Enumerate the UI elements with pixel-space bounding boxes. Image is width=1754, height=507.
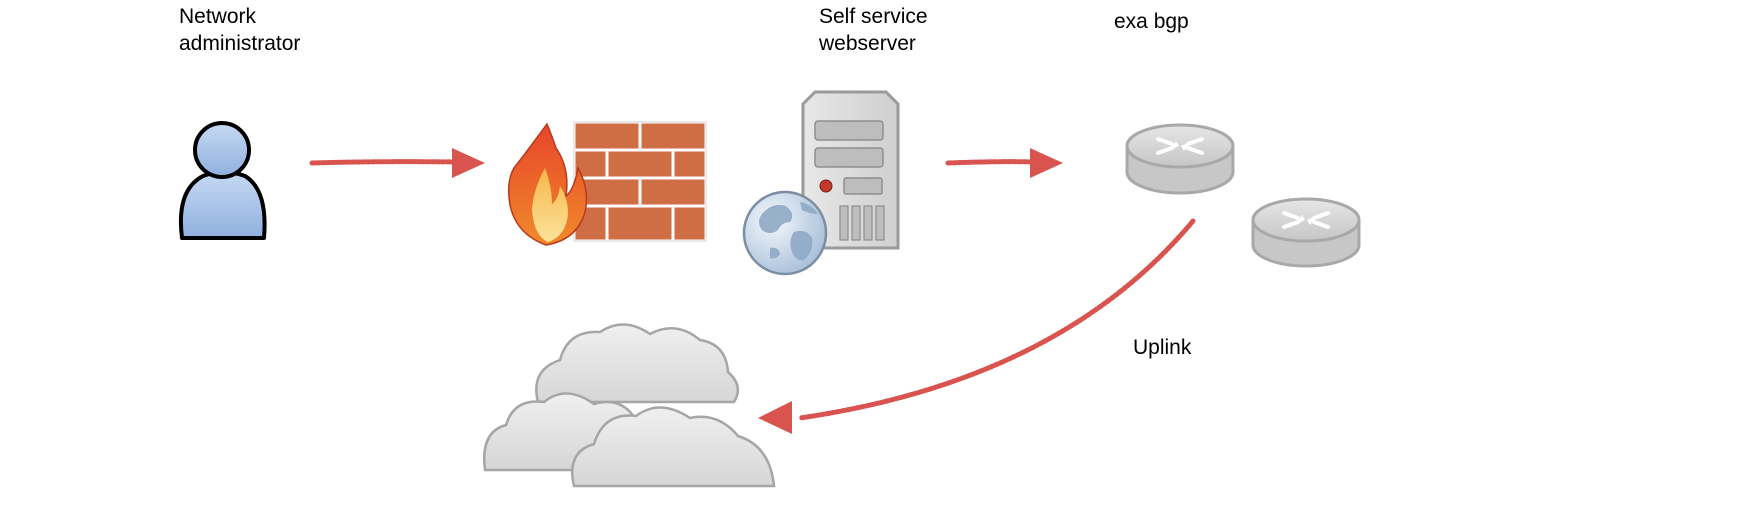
- globe-icon: [742, 190, 828, 276]
- firewall-icon: [507, 120, 708, 246]
- arrow-user-to-firewall: [309, 148, 485, 178]
- cloud-icon: [482, 323, 776, 488]
- arrow-uplink-to-internet: [758, 218, 1196, 434]
- arrow-webserver-to-router: [945, 148, 1063, 178]
- web-server-icon: [742, 90, 900, 276]
- label-network-administrator: Network administrator: [179, 5, 301, 55]
- user-icon: [178, 121, 267, 240]
- label-uplink: Uplink: [1133, 336, 1192, 359]
- label-self-service-webserver: Self service webserver: [819, 5, 928, 55]
- router-icon-secondary: [1251, 197, 1361, 268]
- label-exa-bgp: exa bgp: [1114, 10, 1189, 33]
- router-icon-primary: [1125, 123, 1235, 195]
